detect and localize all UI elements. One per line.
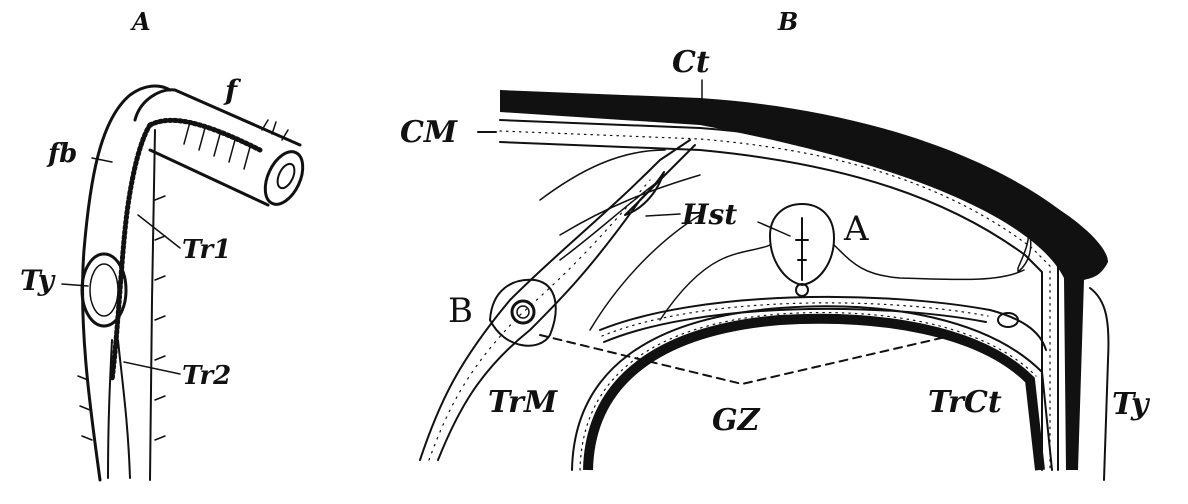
panel-a-title: A: [130, 7, 151, 36]
leader-ty-left: [62, 284, 88, 286]
label-f: f: [223, 74, 242, 107]
label-gz: GZ: [712, 403, 761, 438]
panel-a: A f fb Tr1 Ty Tr2: [20, 7, 310, 480]
label-ty-right: Ty: [1112, 387, 1151, 422]
label-trm: TrM: [488, 385, 558, 420]
femur: [135, 90, 310, 210]
label-trct: TrCt: [928, 385, 1002, 420]
leader-fb: [92, 158, 112, 162]
trachea-tr2: [108, 340, 130, 478]
label-ct: Ct: [672, 45, 710, 80]
label-tr2: Tr2: [182, 361, 231, 391]
nerve-strands: [540, 150, 700, 330]
trachea-femur-branch: [150, 120, 260, 150]
label-tr1: Tr1: [182, 235, 231, 265]
label-ty-left: Ty: [20, 264, 56, 297]
label-organ-a: A: [843, 209, 869, 249]
leader-hst: [758, 222, 790, 236]
panel-b: B CM Ct B Hst A: [400, 7, 1151, 480]
gz-leader-lines: [540, 335, 950, 384]
leader-tr1: [138, 215, 180, 248]
label-hst: Hst: [681, 198, 737, 231]
label-cm: CM: [400, 115, 458, 150]
panel-b-title: B: [777, 7, 798, 36]
tympanum-right: [1090, 288, 1108, 480]
leader-hst-left: [646, 214, 680, 216]
tibia-inner-wall: [150, 130, 155, 480]
label-organ-b: B: [448, 291, 473, 331]
label-fb: fb: [46, 139, 77, 169]
